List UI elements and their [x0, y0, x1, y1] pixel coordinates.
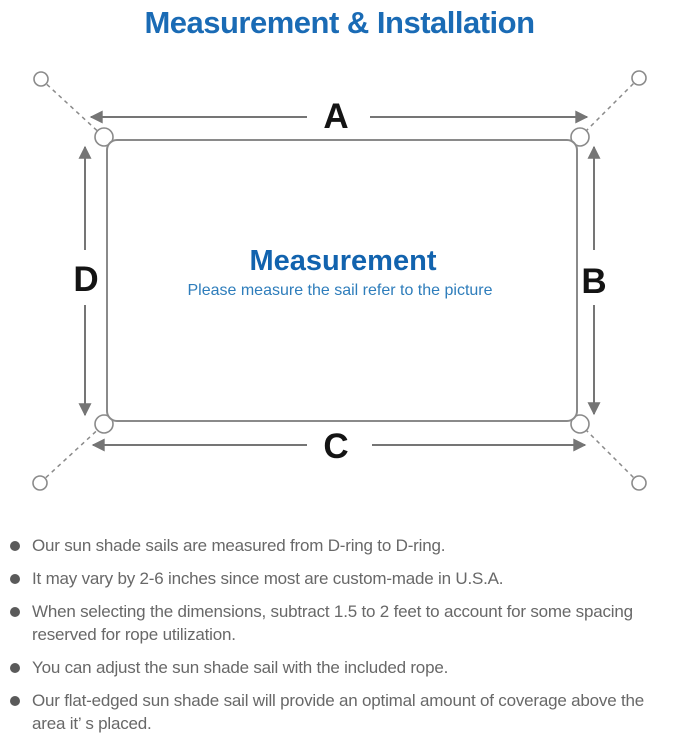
list-item: It may vary by 2-6 inches since most are… — [10, 567, 675, 590]
rope-line-top-left — [40, 78, 105, 138]
d-ring-bottom-left — [94, 414, 114, 434]
measurement-diagram: A C D B Measurement Please measure the s… — [32, 70, 647, 491]
bullet-dot-icon — [10, 541, 20, 551]
anchor-ring-top-left — [33, 71, 49, 87]
dimension-label-b: B — [581, 262, 606, 301]
list-item: Our sun shade sails are measured from D-… — [10, 534, 675, 557]
rope-line-top-right — [579, 77, 640, 138]
note-text: When selecting the dimensions, subtract … — [32, 602, 633, 644]
d-ring-bottom-right — [570, 414, 590, 434]
sail-outline — [106, 139, 578, 422]
page-title: Measurement & Installation — [144, 5, 535, 40]
note-text: It may vary by 2-6 inches since most are… — [32, 569, 504, 588]
dimension-label-c: C — [323, 427, 348, 466]
diagram-center-title: Measurement — [250, 245, 437, 277]
note-text: Our flat-edged sun shade sail will provi… — [32, 691, 645, 733]
bullet-dot-icon — [10, 696, 20, 706]
note-text: You can adjust the sun shade sail with t… — [32, 658, 449, 677]
list-item: Our flat-edged sun shade sail will provi… — [10, 689, 675, 735]
notes-list: Our sun shade sails are measured from D-… — [0, 526, 679, 735]
anchor-ring-bottom-left — [32, 475, 48, 491]
anchor-ring-top-right — [631, 70, 647, 86]
bullet-dot-icon — [10, 663, 20, 673]
dimension-label-d: D — [73, 260, 98, 299]
dimension-label-a: A — [323, 97, 348, 136]
bullet-dot-icon — [10, 574, 20, 584]
bullet-dot-icon — [10, 607, 20, 617]
note-text: Our sun shade sails are measured from D-… — [32, 536, 446, 555]
diagram-center-subtitle: Please measure the sail refer to the pic… — [187, 282, 492, 299]
rope-line-bottom-right — [579, 423, 640, 484]
anchor-ring-bottom-right — [631, 475, 647, 491]
d-ring-top-left — [94, 127, 114, 147]
list-item: You can adjust the sun shade sail with t… — [10, 656, 675, 679]
list-item: When selecting the dimensions, subtract … — [10, 600, 675, 646]
rope-line-bottom-left — [39, 423, 105, 484]
d-ring-top-right — [570, 127, 590, 147]
